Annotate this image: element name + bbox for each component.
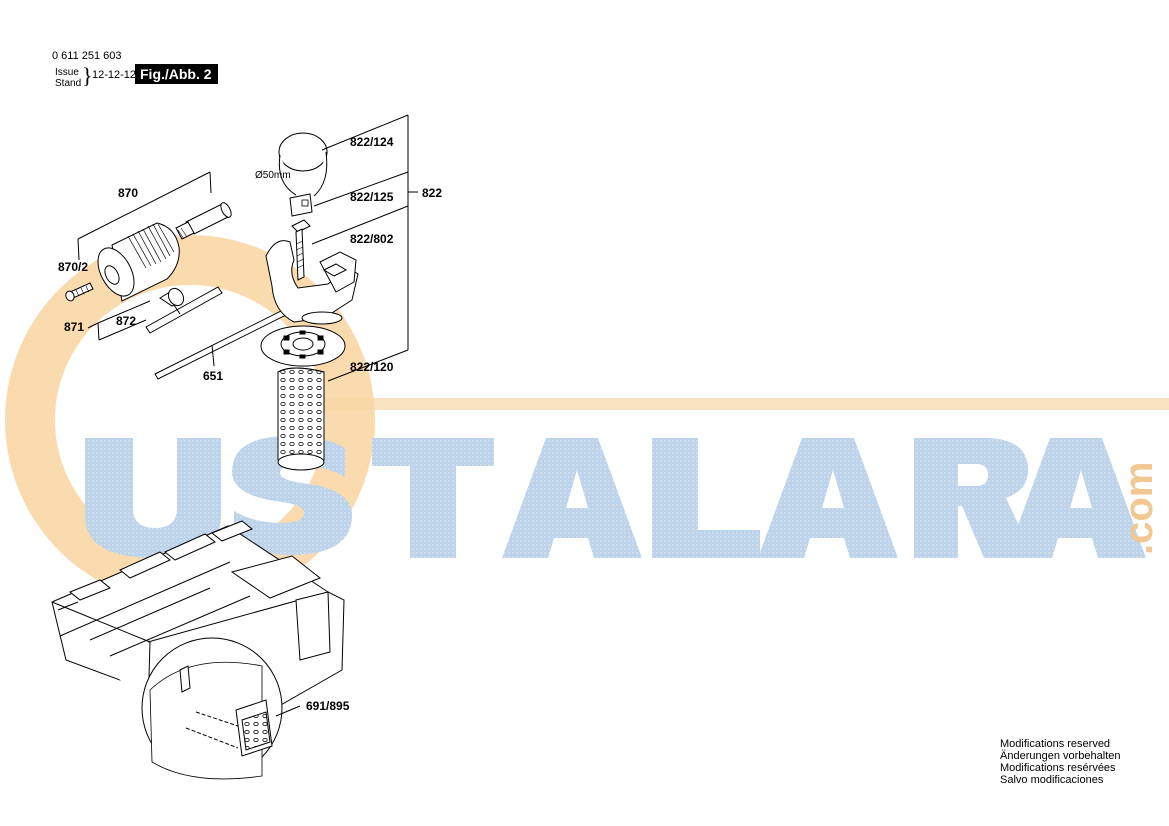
- label-870-2: 870/2: [58, 260, 88, 274]
- part-number: 0 611 251 603: [52, 50, 122, 62]
- label-822-124: 822/124: [350, 135, 394, 149]
- notice-line: Änderungen vorbehalten: [1000, 750, 1121, 762]
- modifications-notice: Modifications reserved Änderungen vorbeh…: [1000, 738, 1120, 786]
- watermark-logo: .com: [5, 235, 1169, 605]
- handle-grip: [277, 367, 325, 471]
- label-691-895: 691/895: [306, 699, 350, 713]
- label-872: 872: [116, 314, 136, 328]
- watermark-suffix: .com: [1117, 462, 1161, 555]
- label-651: 651: [203, 369, 223, 383]
- label-870: 870: [118, 186, 138, 200]
- label-871: 871: [64, 320, 84, 334]
- label-822: 822: [422, 186, 442, 200]
- handle-housing: [265, 240, 359, 325]
- label-822-802: 822/802: [350, 232, 394, 246]
- issue-stand-labels: Issue Stand: [55, 67, 81, 89]
- clamp-band: [278, 132, 328, 217]
- label-diameter: Ø50mm: [255, 170, 291, 181]
- carrying-case: [51, 520, 345, 780]
- label-822-125: 822/125: [350, 190, 394, 204]
- sds-adapter: [175, 202, 232, 240]
- figure-label: Fig./Abb. 2: [135, 64, 218, 84]
- drill-chuck-group: [65, 171, 232, 341]
- drill-chuck: [97, 222, 180, 302]
- notice-line: Modifications resérvées: [1000, 762, 1116, 774]
- clamp-bolt: [291, 219, 311, 281]
- stand-label: Stand: [55, 78, 82, 89]
- chuck-screw: [65, 282, 94, 302]
- auxiliary-handle-group: [260, 114, 418, 471]
- issue-date: 12-12-12: [92, 69, 137, 81]
- label-822-120: 822/120: [350, 360, 394, 374]
- issue-label: Issue: [55, 67, 79, 78]
- notice-line: Modifications reserved: [1000, 738, 1111, 750]
- brace-glyph: }: [82, 63, 93, 88]
- chuck-key: [145, 286, 223, 334]
- stop-disc: [260, 325, 346, 367]
- notice-line: Salvo modificaciones: [1000, 774, 1104, 786]
